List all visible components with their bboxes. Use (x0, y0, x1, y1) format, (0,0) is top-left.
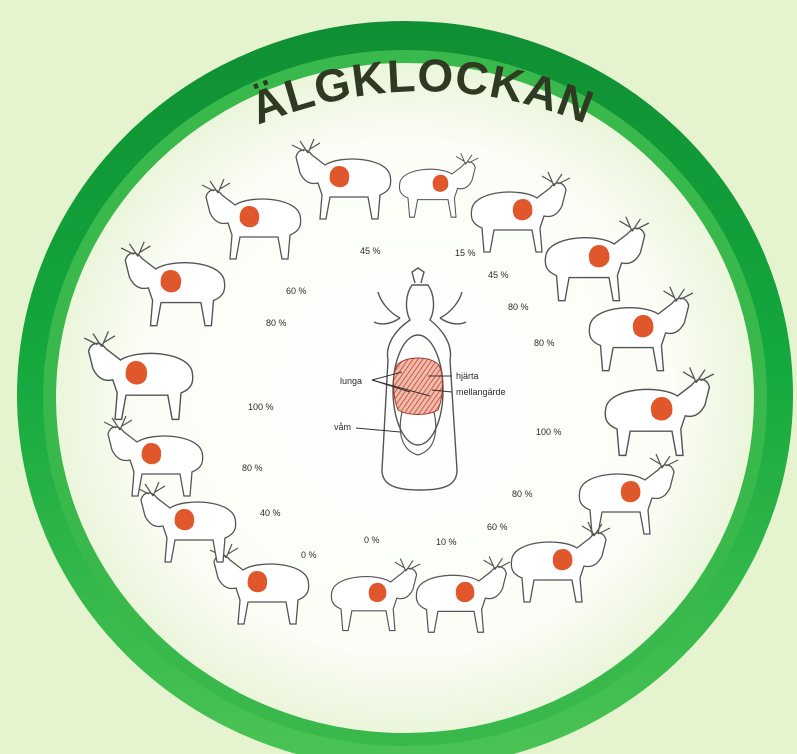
vital-zone-icon (633, 315, 654, 337)
percent-label: 0 % (364, 535, 380, 545)
vital-zone-icon (589, 245, 610, 267)
vital-zone-icon (161, 270, 182, 292)
percent-label: 80 % (512, 489, 533, 499)
percent-label: 0 % (301, 550, 317, 560)
percent-label: 80 % (534, 338, 555, 348)
vital-zone-icon (553, 549, 573, 570)
vital-zone-icon (513, 199, 533, 220)
percent-label: 60 % (286, 286, 307, 296)
lung-heart-shape (394, 358, 443, 415)
vital-zone-icon (175, 509, 195, 530)
vital-zone-icon (330, 166, 350, 187)
vital-zone-icon (248, 571, 268, 592)
percent-label: 80 % (242, 463, 263, 473)
vital-zone-icon (456, 582, 475, 602)
percent-label: 40 % (260, 508, 281, 518)
percent-label: 10 % (436, 537, 457, 547)
vital-zone-icon (369, 583, 387, 602)
label-lunga: lunga (340, 376, 362, 386)
percent-label: 100 % (536, 427, 562, 437)
label-mellangarde: mellangärde (456, 387, 506, 397)
vital-zone-icon (621, 481, 641, 502)
percent-label: 15 % (455, 248, 476, 258)
vital-zone-icon (651, 397, 673, 420)
vital-zone-icon (126, 361, 148, 384)
vital-zone-icon (433, 175, 449, 192)
label-hjarta: hjärta (456, 371, 479, 381)
percent-label: 80 % (508, 302, 529, 312)
percent-label: 45 % (488, 270, 509, 280)
vital-zone-icon (142, 443, 162, 464)
percent-label: 60 % (487, 522, 508, 532)
percent-label: 100 % (248, 402, 274, 412)
vital-zone-icon (240, 206, 260, 227)
label-vam: våm (334, 422, 351, 432)
percent-label: 80 % (266, 318, 287, 328)
percent-label: 45 % (360, 246, 381, 256)
